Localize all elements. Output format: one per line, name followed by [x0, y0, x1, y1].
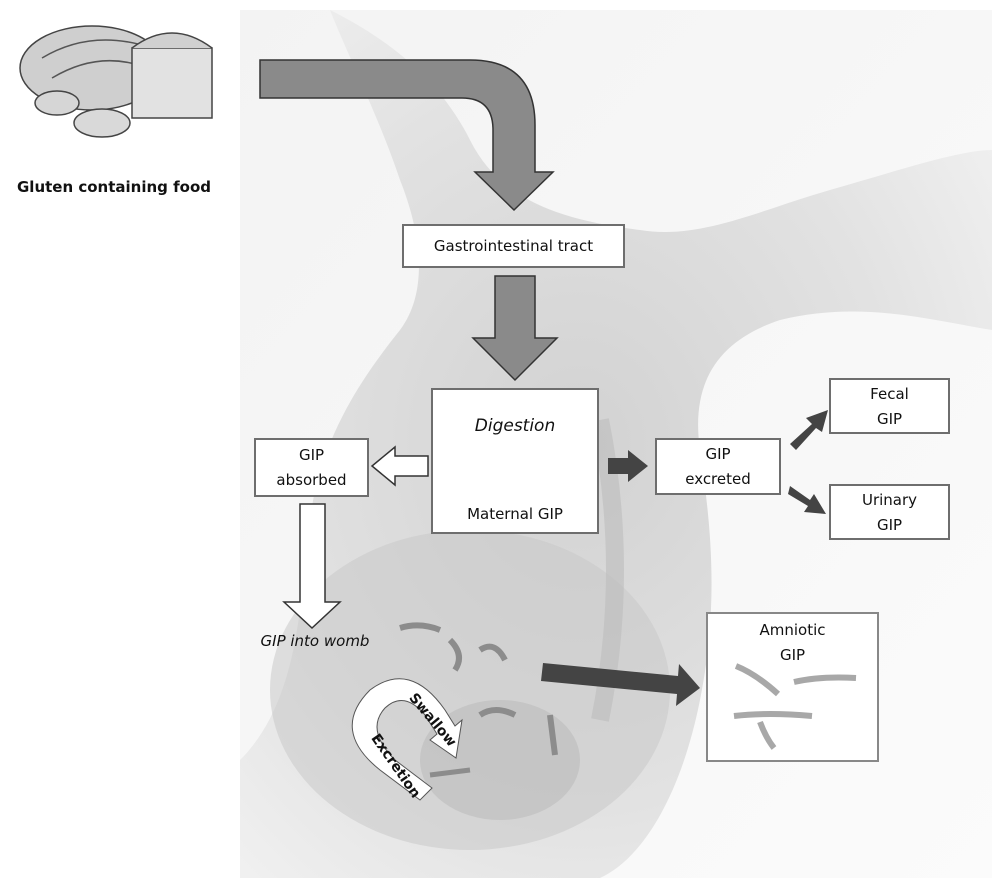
gi-tract-box: Gastrointestinal tract [402, 224, 625, 268]
gi-tract-label: Gastrointestinal tract [433, 237, 594, 255]
digestion-title: Digestion [474, 416, 556, 436]
gip-absorbed-line1: GIP [298, 446, 325, 464]
gip-excreted-line2: excreted [685, 470, 751, 488]
gip-excreted-line1: GIP [705, 445, 731, 463]
food-label: Gluten containing food [16, 178, 212, 196]
arrow-swallow-excretion-cycle [351, 678, 463, 801]
amniotic-gip-line2: GIP [779, 646, 806, 664]
amniotic-gip-molecules [733, 663, 857, 750]
arrow-gi-to-digestion [471, 275, 559, 382]
arrow-digestion-to-absorbed [370, 445, 429, 487]
digestion-box: Digestion Maternal GIP [431, 388, 599, 534]
arrow-excreted-to-fecal [790, 410, 828, 450]
urinary-gip-box: Urinary GIP [829, 484, 950, 540]
amniotic-gip-box: Amniotic GIP [706, 612, 879, 762]
arrow-digestion-to-excreted [608, 450, 648, 482]
urinary-gip-line2: GIP [876, 516, 903, 534]
gip-absorbed-line2: absorbed [276, 471, 347, 489]
gip-into-womb-label: GIP into womb [260, 632, 370, 650]
fecal-gip-box: Fecal GIP [829, 378, 950, 434]
bread-icon [19, 25, 213, 138]
maternal-gip-label: Maternal GIP [467, 505, 563, 523]
gip-excreted-box: GIP excreted [655, 438, 781, 495]
urinary-gip-line1: Urinary [861, 491, 918, 509]
amniotic-gip-line1: Amniotic [759, 621, 826, 639]
fecal-gip-line2: GIP [876, 410, 903, 428]
arrow-excreted-to-urinary [788, 486, 826, 514]
fecal-gip-line1: Fecal [870, 385, 909, 403]
arrow-food-to-gi [259, 59, 555, 212]
arrow-womb-to-amniotic [541, 663, 700, 706]
arrow-absorbed-to-womb [282, 503, 342, 630]
gip-absorbed-box: GIP absorbed [254, 438, 369, 497]
